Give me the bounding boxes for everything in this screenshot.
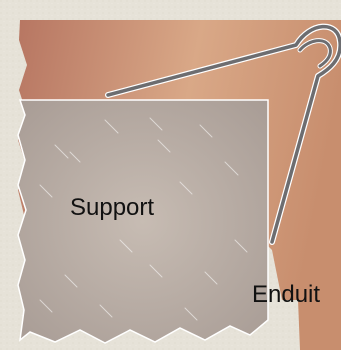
support-texture [39,117,248,321]
anchor-wire-core [106,24,341,244]
enduit-label: Enduit [252,281,321,308]
support-label: Support [70,194,155,221]
anchor-hook-inner-core [298,39,332,68]
support-block [17,99,269,344]
